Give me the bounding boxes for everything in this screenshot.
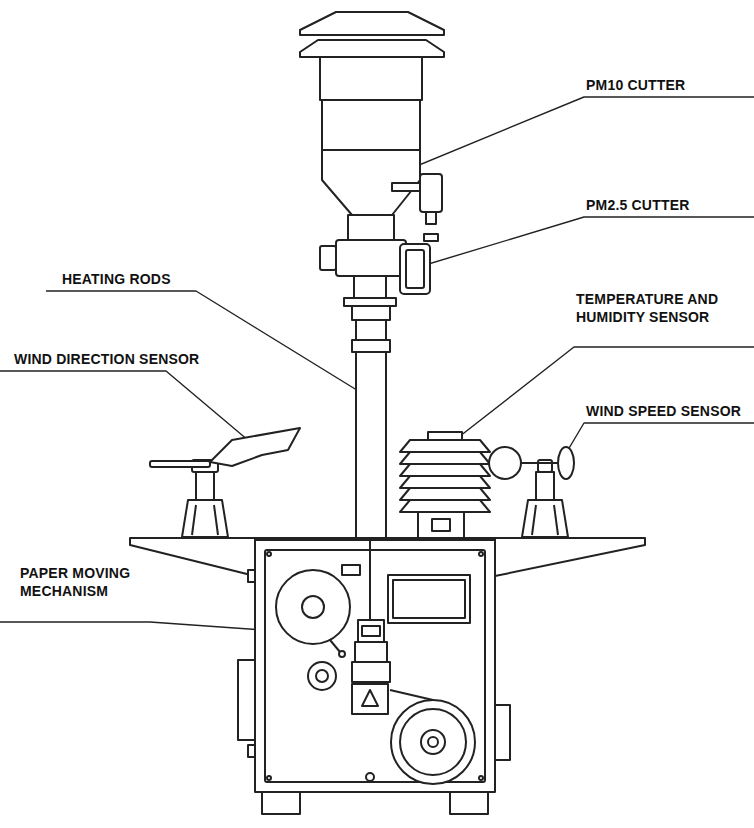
cabinet	[238, 540, 510, 814]
callout-label: TEMPERATURE AND HUMIDITY SENSOR	[576, 290, 750, 326]
callout-label: HEATING RODS	[62, 270, 196, 288]
callout-label: PM10 CUTTER	[586, 76, 750, 94]
callout-label: WIND SPEED SENSOR	[586, 402, 750, 420]
callout-label: WIND DIRECTION SENSOR	[14, 350, 234, 368]
callout-label: PM2.5 CUTTER	[586, 196, 750, 214]
paper-mechanism	[276, 540, 475, 784]
heating-rod	[352, 320, 390, 540]
pm10-inlet	[300, 12, 444, 241]
wind-direction-sensor	[150, 428, 300, 537]
wind-speed-sensor	[489, 447, 574, 537]
pm25-cutter	[320, 240, 430, 320]
thermo-hygro-shield	[400, 432, 490, 538]
callout-label: PAPER MOVING MECHANISM	[20, 564, 160, 600]
